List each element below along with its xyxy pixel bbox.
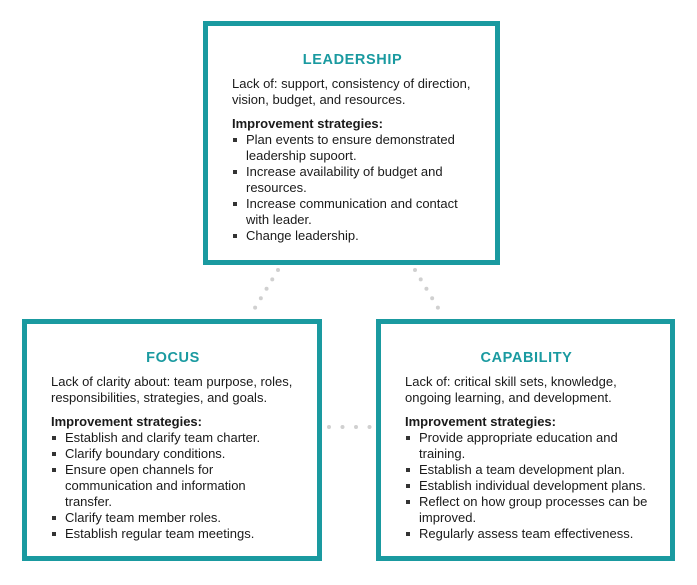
leadership-title: LEADERSHIP — [302, 52, 403, 68]
list-item: Increase communication and contact with … — [232, 196, 473, 228]
capability-strategy-list: Provide appropriate education and traini… — [405, 430, 648, 542]
list-item: Establish and clarify team charter. — [51, 430, 295, 446]
leadership-description: Lack of: support, consistency of directi… — [232, 76, 471, 107]
connector-leadership-focus — [248, 268, 280, 318]
list-item: Clarify boundary conditions. — [51, 446, 295, 462]
list-item: Establish regular team meetings. — [51, 526, 295, 542]
focus-strategy-list: Establish and clarify team charter. Clar… — [51, 430, 295, 542]
leadership-strategy-list: Plan events to ensure demonstrated leade… — [232, 132, 473, 244]
list-item: Plan events to ensure demonstrated leade… — [232, 132, 473, 164]
list-item: Clarify team member roles. — [51, 510, 295, 526]
list-item: Change leadership. — [232, 228, 473, 244]
focus-subheading: Improvement strategies: — [51, 414, 202, 429]
list-item: Reflect on how group processes can be im… — [405, 494, 648, 526]
leadership-subheading: Improvement strategies: — [232, 116, 383, 131]
capability-title: CAPABILITY — [480, 350, 573, 366]
leadership-box: LEADERSHIP Lack of: support, consistency… — [203, 21, 500, 265]
connector-leadership-capability — [413, 268, 445, 318]
list-item: Establish individual development plans. — [405, 478, 648, 494]
list-item: Regularly assess team effectiveness. — [405, 526, 648, 542]
list-item: Increase availability of budget and reso… — [232, 164, 473, 196]
capability-subheading: Improvement strategies: — [405, 414, 556, 429]
list-item: Ensure open channels for communication a… — [51, 462, 295, 510]
list-item: Establish a team development plan. — [405, 462, 648, 478]
focus-description: Lack of clarity about: team purpose, rol… — [51, 374, 293, 405]
list-item: Provide appropriate education and traini… — [405, 430, 648, 462]
focus-title: FOCUS — [146, 350, 200, 366]
capability-box: CAPABILITY Lack of: critical skill sets,… — [376, 319, 675, 561]
capability-description: Lack of: critical skill sets, knowledge,… — [405, 374, 617, 405]
focus-box: FOCUS Lack of clarity about: team purpos… — [22, 319, 322, 561]
